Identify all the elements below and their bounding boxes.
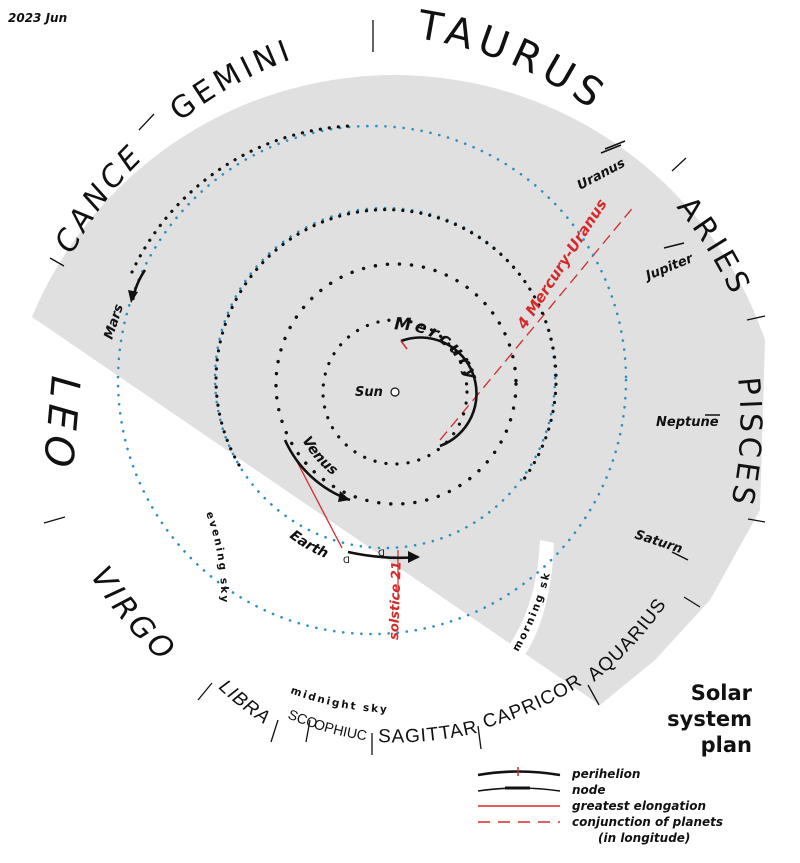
label-neptune: Neptune: [656, 415, 719, 430]
constellation-leo: LEO: [34, 374, 88, 475]
orbit-earth: [213, 206, 557, 550]
title-line-2: system: [667, 707, 752, 731]
legend-perihelion-label: perihelion: [571, 767, 640, 781]
label-earth: Earth: [287, 527, 331, 562]
mercury-perihelion-tick: [400, 340, 408, 350]
date-label: 2023 Jun: [8, 11, 67, 25]
label-solstice: solstice 21: [387, 561, 405, 640]
jupiter-tick: [663, 242, 685, 249]
page-title: Solar system plan: [667, 681, 752, 757]
saturn-tick: [671, 551, 689, 561]
legend-conjunction-label: conjunction of planets: [572, 815, 723, 829]
title-line-1: Solar: [691, 681, 753, 705]
uranus-tick: [600, 144, 622, 154]
legend: perihelion node greatest elongation conj…: [477, 767, 723, 845]
orbit-mars: [116, 124, 628, 636]
legend-conjunction-note: (in longitude): [598, 831, 690, 845]
mars-arrowhead: [128, 290, 138, 303]
elongation-line: [291, 451, 343, 549]
orbit-venus: [274, 262, 518, 506]
constellation-dividers: [43, 20, 766, 755]
uranus-tick-2: [604, 140, 626, 150]
legend-elongation-label: greatest elongation: [572, 799, 706, 813]
outer-planet-ticks: [600, 140, 720, 561]
mercury-motion-arc: [400, 336, 478, 448]
constellation-libra: LIBRA: [215, 676, 275, 729]
label-evening-sky: evening sky: [203, 510, 230, 604]
motion-arrowheads: [128, 290, 420, 563]
orbit-mars-black-arc: [130, 124, 352, 274]
node-marker-earth-2: ᗡ: [378, 549, 385, 559]
orbit-mercury: [321, 318, 469, 466]
morning-sky-gap: [505, 540, 554, 662]
title-line-3: plan: [701, 733, 752, 757]
constellation-virgo: VIRGO: [83, 560, 183, 670]
sun-icon: [390, 387, 400, 397]
label-sun: Sun: [355, 385, 383, 400]
earth-arrowhead: [408, 551, 420, 563]
orbit-earth-black-arc: [214, 208, 558, 485]
legend-perihelion-symbol: [477, 770, 561, 777]
legend-node-label: node: [572, 783, 606, 797]
node-marker-earth: ᗡ: [343, 556, 350, 566]
venus-arrowhead: [338, 491, 350, 502]
